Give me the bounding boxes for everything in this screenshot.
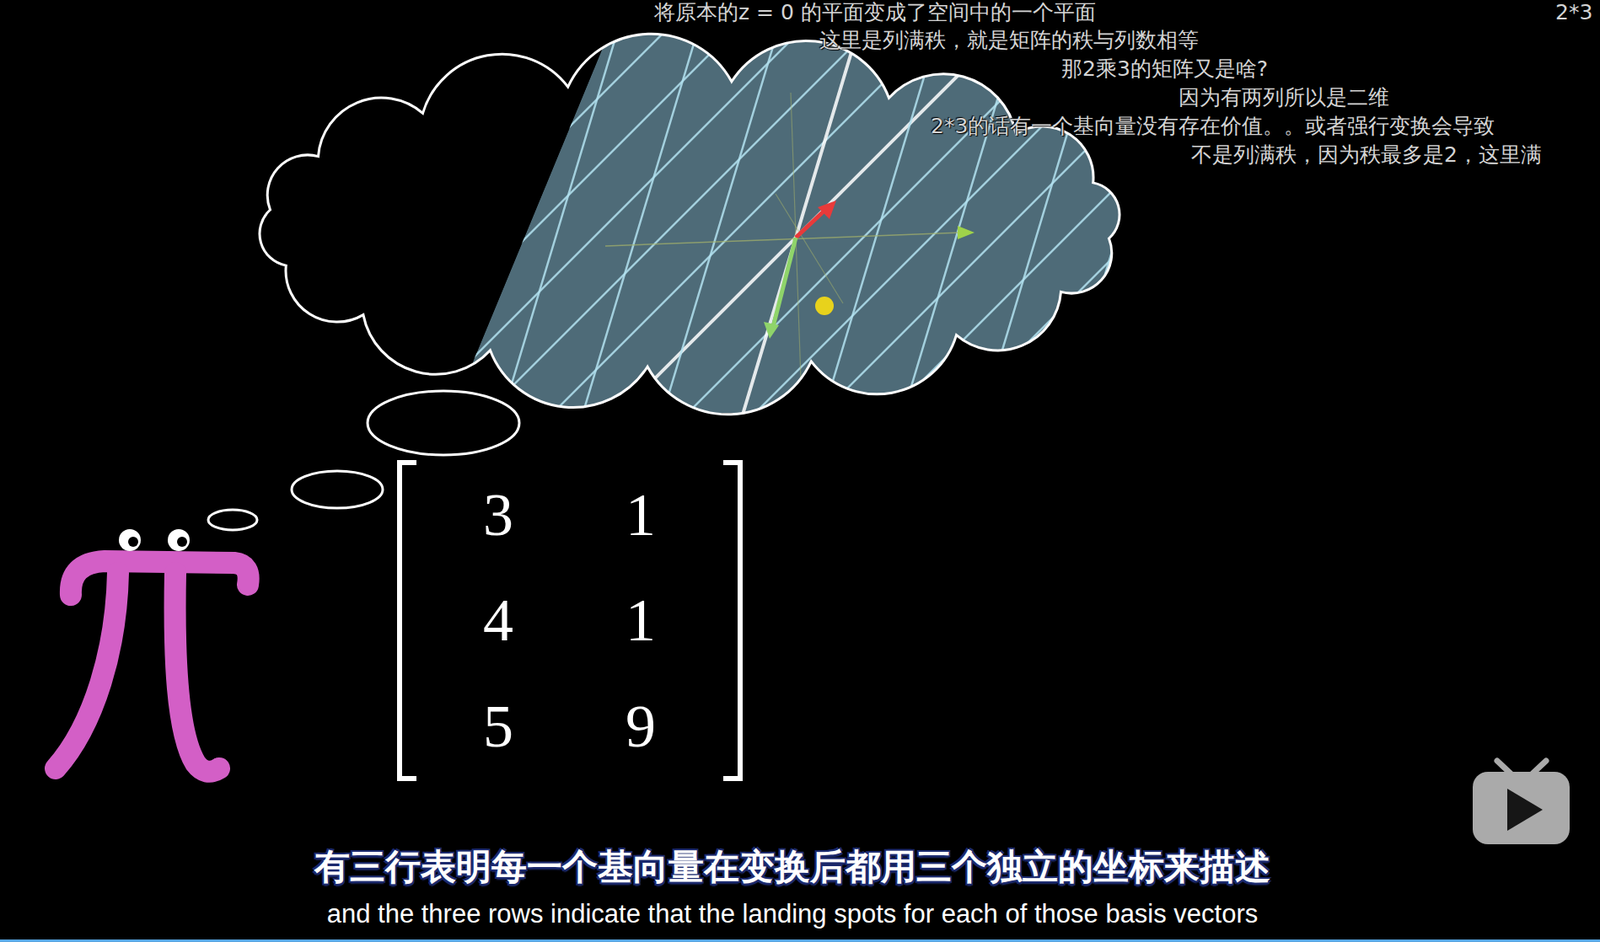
- grid-line: [1218, 16, 1600, 422]
- matrix-entry: 4: [483, 584, 514, 657]
- grid-line: [1381, 16, 1504, 422]
- grid-line: [679, 16, 1085, 422]
- pi-creature: [55, 529, 249, 773]
- grid-line: [1301, 16, 1423, 422]
- danmaku-comment: 2*3的话有一个基向量没有存在价值。。或者强行变换会导致: [930, 113, 1495, 140]
- yellow-ball: [815, 296, 834, 316]
- grid-line: [0, 16, 62, 422]
- grid-line: [5, 16, 410, 422]
- danmaku-comment: 那2乘3的矩阵又是啥?: [1061, 56, 1268, 82]
- grid-line: [342, 16, 747, 422]
- grid-line: [740, 16, 863, 422]
- cloud-inside: [0, 16, 1600, 422]
- matrix-entry: 1: [625, 584, 656, 657]
- danmaku-comment: 因为有两列所以是二维: [1178, 85, 1390, 111]
- matrix-entry: 9: [625, 690, 656, 763]
- y-axis: [775, 193, 843, 304]
- thought-bubble: [367, 391, 520, 456]
- grid-line: [180, 16, 302, 422]
- vector-head: [763, 322, 779, 339]
- thought-cloud: [259, 33, 1120, 415]
- danmaku-comment: 2*3: [1555, 0, 1593, 26]
- red-vector: [795, 209, 827, 238]
- plane-grid: [0, 16, 1600, 422]
- grid-line: [260, 16, 382, 422]
- grid-line: [20, 16, 142, 422]
- grid-line: [139, 16, 545, 422]
- tv-icon: [1472, 761, 1570, 845]
- danmaku-comment: 将原本的z = 0 的平面变成了空间中的一个平面: [654, 0, 1096, 26]
- grid-line: [477, 16, 882, 422]
- grid-line: [72, 16, 478, 422]
- grid-line: [544, 16, 950, 422]
- matrix-bracket: [723, 462, 741, 779]
- matrix-bracket: [399, 462, 417, 779]
- grid-line: [409, 16, 815, 422]
- matrix-entry: 3: [483, 478, 514, 552]
- matrix-entry: 1: [625, 478, 656, 552]
- plane-clip: [0, 16, 1600, 422]
- subtitle: and the three rows indicate that the lan…: [327, 898, 1259, 930]
- subtitle: 有三行表明每一个基向量在变换后都用三个独立的坐标来描述: [314, 846, 1271, 889]
- green-vector: [773, 237, 796, 328]
- grid-line: [0, 16, 343, 422]
- axis-head: [957, 225, 975, 240]
- grid-line: [612, 16, 1017, 422]
- grid-line: [1461, 16, 1584, 422]
- axes: [605, 92, 975, 380]
- vector-head: [817, 200, 837, 220]
- progress-bar: [0, 939, 1600, 942]
- grid-line: [949, 16, 1354, 422]
- grid-line: [1541, 16, 1600, 422]
- x-axis: [605, 232, 962, 247]
- grid-line: [660, 16, 783, 422]
- danmaku-comment: 这里是列满秩，就是矩阵的秩与列数相等: [819, 27, 1199, 54]
- grid-line: [420, 16, 543, 422]
- thought-bubble: [208, 510, 258, 531]
- thought-bubble: [291, 471, 383, 509]
- matrix-entry: 5: [483, 690, 514, 763]
- danmaku-comment: 不是列满秩，因为秩最多是2，这里满: [1191, 142, 1542, 168]
- grid-line: [580, 16, 703, 422]
- grid-line: [1286, 16, 1600, 422]
- grid-line: [1016, 16, 1422, 422]
- grid-line: [100, 16, 222, 422]
- grid-line: [207, 16, 613, 422]
